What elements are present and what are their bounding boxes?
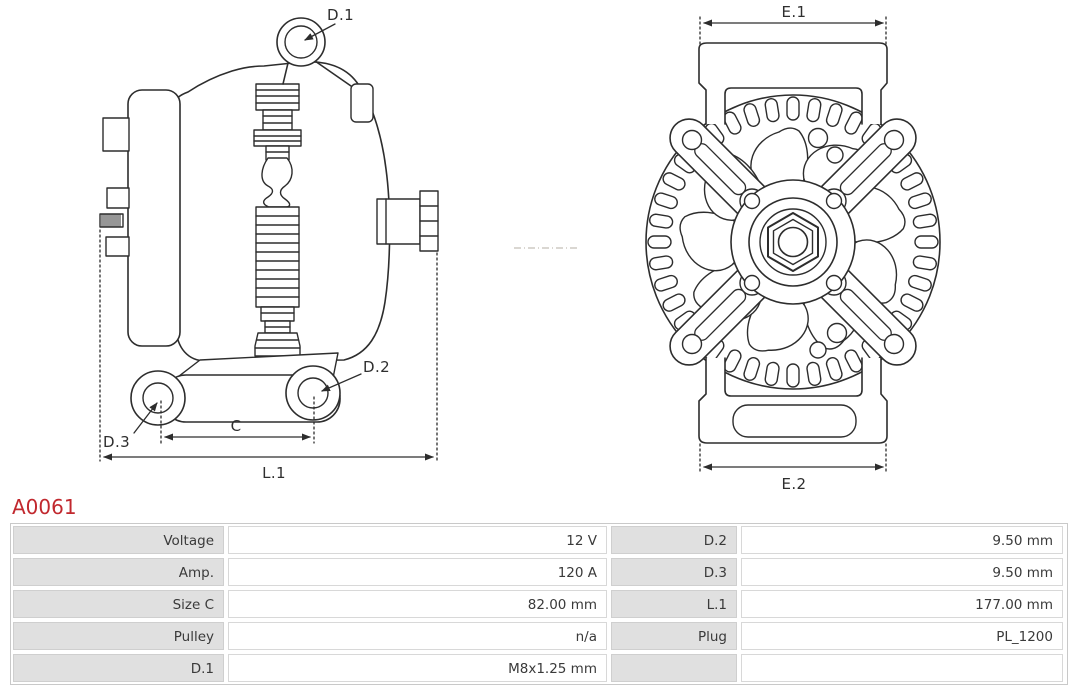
dim-label-d3: D.3: [103, 433, 130, 451]
arm-bolt-hole: [681, 333, 703, 355]
table-row: Voltage 12 V D.2 9.50 mm: [13, 526, 1065, 554]
spec-value: 12 V: [228, 526, 607, 554]
spec-value: [741, 654, 1063, 682]
top-bracket: [698, 42, 888, 125]
technical-drawing-svg: D.1 D.2 D.3 C L.1: [99, 3, 941, 493]
spec-label: Amp.: [13, 558, 224, 586]
side-view-labels: D.1 D.2 D.3 C L.1: [103, 6, 390, 482]
bottom-bracket: [698, 357, 888, 444]
table-row: Amp. 120 A D.3 9.50 mm: [13, 558, 1065, 586]
alternator-technical-drawing: D.1 D.2 D.3 C L.1: [99, 3, 941, 493]
side-view: [99, 17, 439, 462]
spec-value: 177.00 mm: [741, 590, 1063, 618]
spec-label: Plug: [611, 622, 737, 650]
part-number: A0061: [12, 495, 77, 519]
spec-value: 120 A: [228, 558, 607, 586]
spec-label: Voltage: [13, 526, 224, 554]
mounting-foot: [130, 352, 341, 426]
rear-terminals: [99, 117, 130, 257]
arm-bolt-hole: [883, 333, 905, 355]
arm-bolt-hole: [883, 129, 905, 151]
table-row: D.1 M8x1.25 mm: [13, 654, 1065, 682]
dim-label-e2: E.2: [782, 475, 807, 493]
dim-label-d2: D.2: [363, 358, 390, 376]
d1-mounting-ear: [276, 17, 352, 87]
bracket-slot: [732, 404, 857, 438]
spec-value: PL_1200: [741, 622, 1063, 650]
pulley: [253, 83, 302, 357]
spec-label: L.1: [611, 590, 737, 618]
side-view-dimensions: [99, 23, 438, 462]
dim-label-d1: D.1: [327, 6, 354, 24]
dim-label-l1: L.1: [262, 464, 286, 482]
arm-bolt-hole: [681, 129, 703, 151]
dim-label-c: C: [231, 417, 242, 435]
spec-value: n/a: [228, 622, 607, 650]
spec-label: Pulley: [13, 622, 224, 650]
rear-view: [645, 16, 941, 473]
housing-notch: [350, 83, 374, 123]
table-row: Pulley n/a Plug PL_1200: [13, 622, 1065, 650]
stud-hatching: [101, 213, 121, 228]
shaft-end: [777, 226, 809, 258]
spec-table: Voltage 12 V D.2 9.50 mm Amp. 120 A D.3 …: [10, 523, 1068, 685]
spec-label: Size C: [13, 590, 224, 618]
dim-label-e1: E.1: [782, 3, 807, 21]
spec-value: 82.00 mm: [228, 590, 607, 618]
spec-label: D.1: [13, 654, 224, 682]
spec-value: 9.50 mm: [741, 558, 1063, 586]
shaft-and-nut: [376, 190, 439, 252]
hub: [730, 179, 856, 305]
rear-view-dimensions: [699, 16, 887, 473]
case-holes: [807, 127, 848, 359]
spec-label: D.2: [611, 526, 737, 554]
spec-label: D.3: [611, 558, 737, 586]
rear-cover: [127, 89, 181, 347]
rear-view-labels: E.1 E.2: [782, 3, 807, 493]
spec-value: M8x1.25 mm: [228, 654, 607, 682]
table-row: Size C 82.00 mm L.1 177.00 mm: [13, 590, 1065, 618]
spec-value: 9.50 mm: [741, 526, 1063, 554]
spec-label: [611, 654, 737, 682]
